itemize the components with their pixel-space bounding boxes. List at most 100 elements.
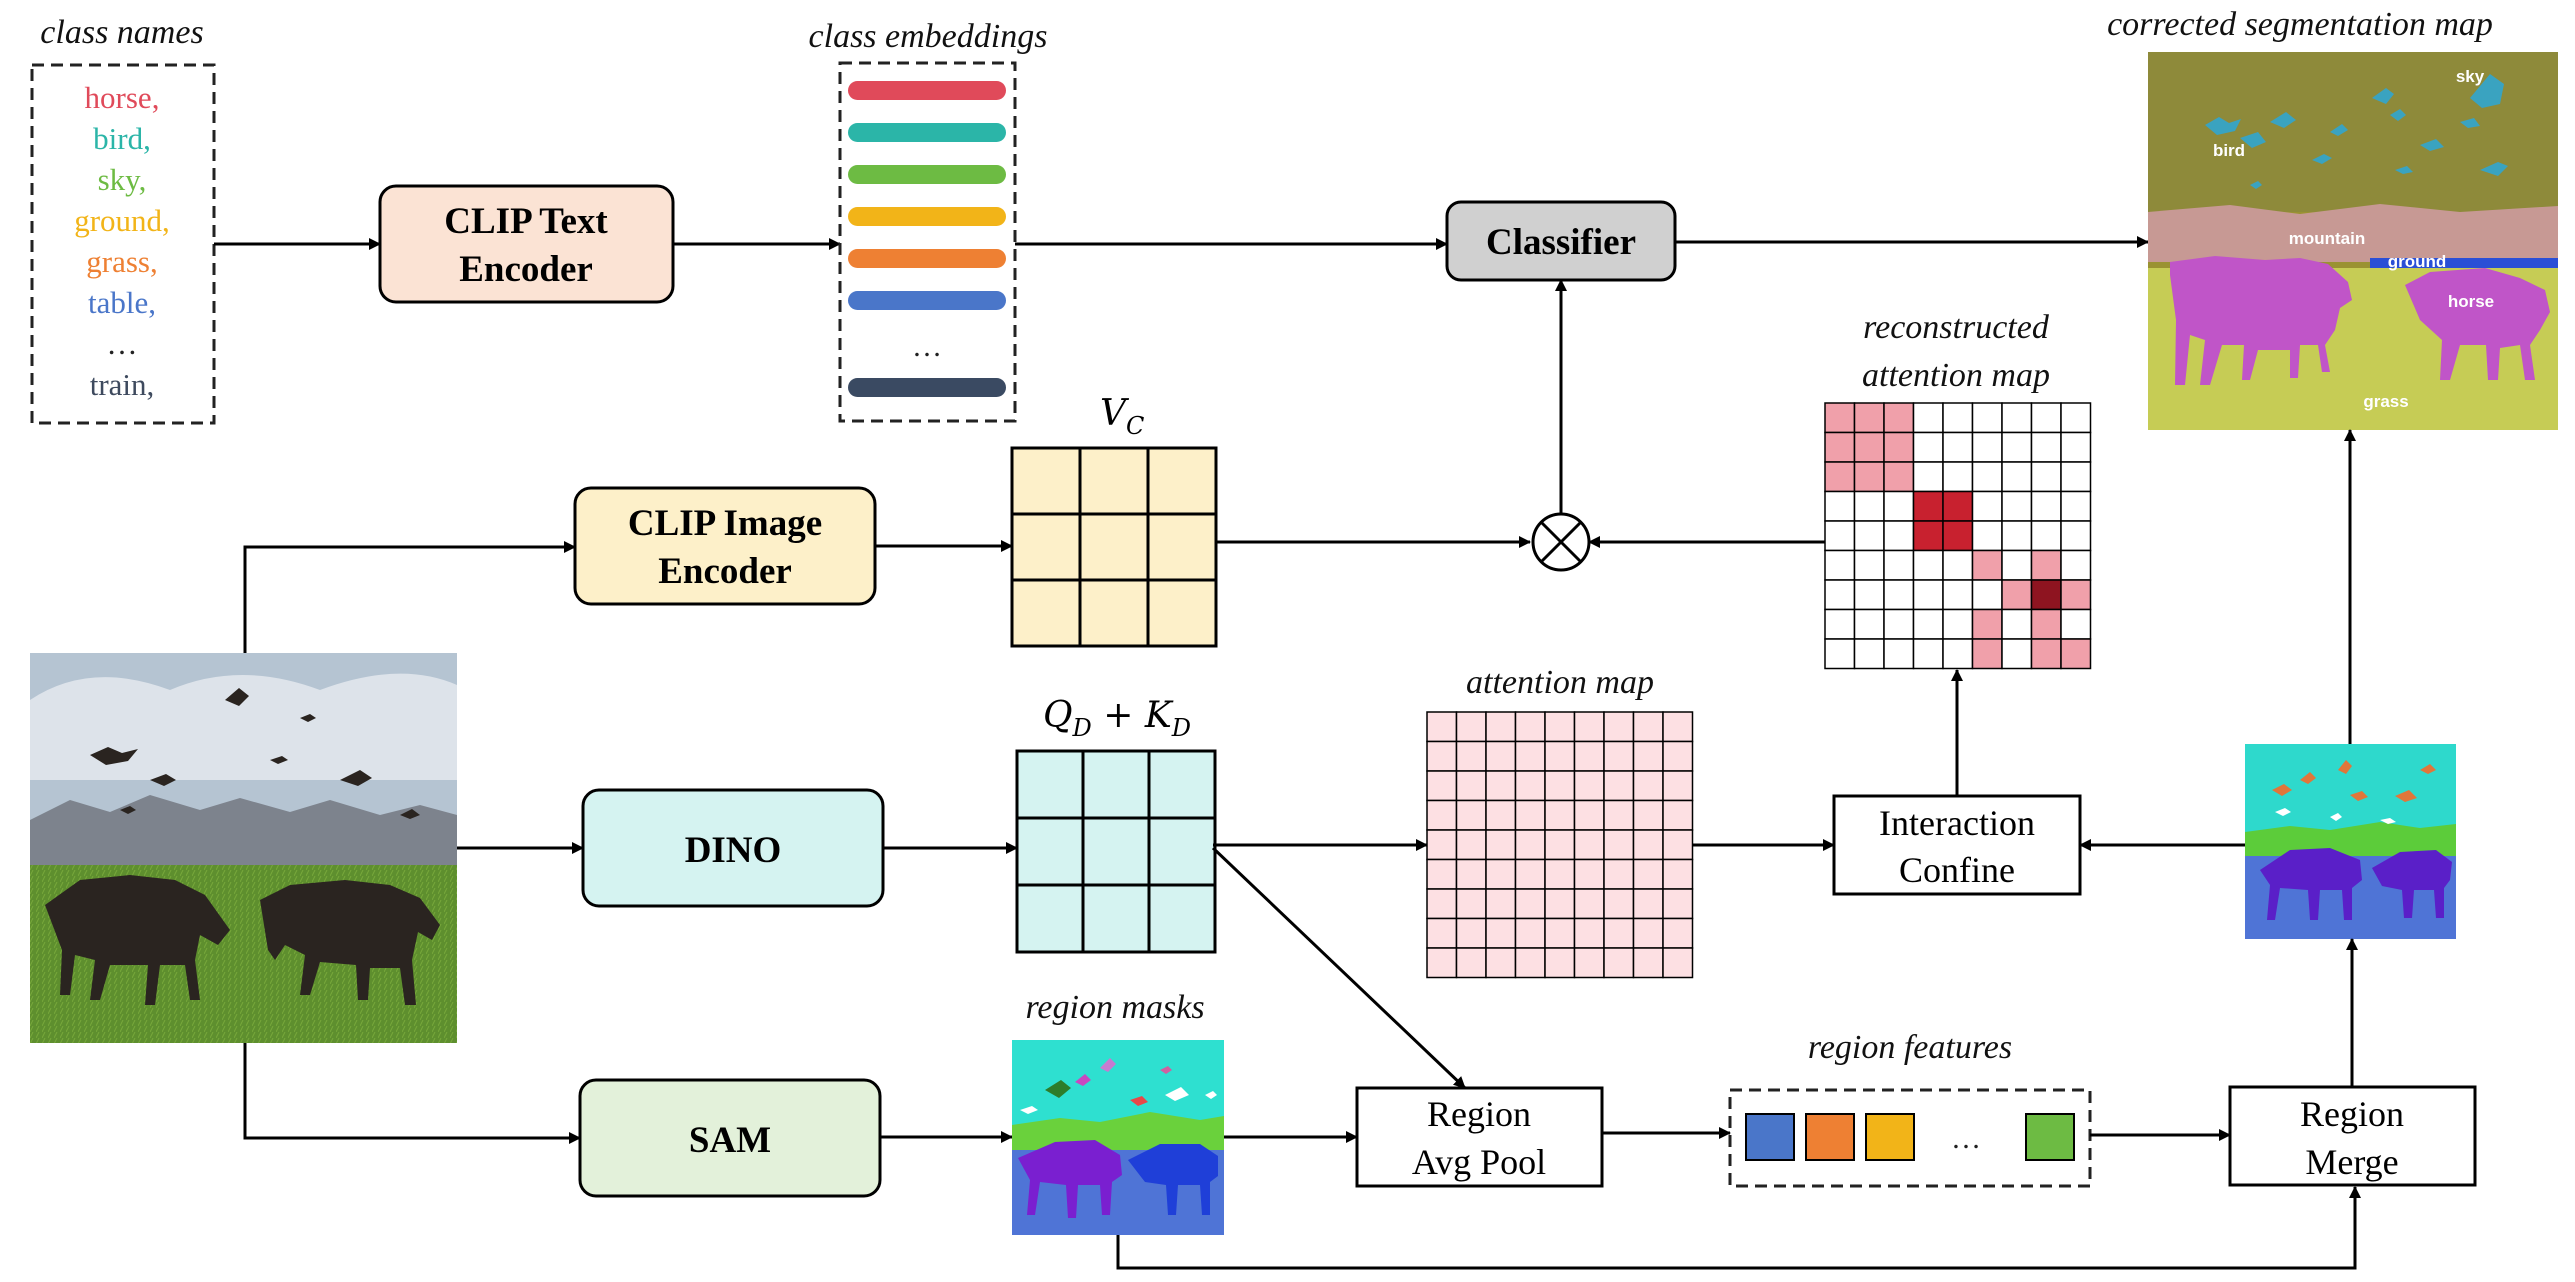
recon-cell <box>2001 461 2033 493</box>
recon-title-2: attention map <box>1862 357 2050 394</box>
recon-cell <box>1971 520 2003 552</box>
recon-cell <box>1883 490 1915 522</box>
class-embeddings-title: class embeddings <box>809 18 1048 55</box>
class-name-item: … <box>107 326 138 361</box>
recon-cell <box>1971 638 2003 670</box>
recon-cell <box>2030 608 2062 640</box>
class-name-item: table, <box>88 285 156 320</box>
attention-cell <box>1485 711 1517 743</box>
attention-cell <box>1603 829 1635 861</box>
attention-cell <box>1514 711 1546 743</box>
attention-cell <box>1632 740 1664 772</box>
attention-cell <box>1603 858 1635 890</box>
recon-cell <box>1853 431 1885 463</box>
class-list: horse,bird,sky,ground,grass,table,…train… <box>74 80 170 402</box>
recon-cell <box>2030 402 2062 434</box>
attention-cell <box>1455 917 1487 949</box>
attention-cell <box>1544 799 1576 831</box>
recon-cell <box>1971 431 2003 463</box>
attention-cell <box>1662 888 1694 920</box>
attention-cell <box>1573 799 1605 831</box>
qk-cell <box>1015 749 1085 820</box>
qk-cell <box>1015 816 1085 887</box>
attention-cell <box>1544 917 1576 949</box>
attention-cell <box>1662 947 1694 979</box>
attention-cell <box>1544 829 1576 861</box>
attention-cell <box>1544 888 1576 920</box>
region-features-title: region features <box>1808 1029 2012 1066</box>
recon-cell <box>1942 490 1974 522</box>
feature-ellipsis: … <box>1951 1122 1981 1155</box>
embedding-bar <box>848 123 1006 142</box>
recon-cell <box>1824 490 1856 522</box>
recon-cell <box>2030 579 2062 611</box>
recon-cell <box>2060 608 2092 640</box>
attention-cell <box>1603 770 1635 802</box>
seg-label-horse: horse <box>2448 292 2494 311</box>
recon-cell <box>2001 402 2033 434</box>
recon-cell <box>1853 608 1885 640</box>
attention-cell <box>1603 888 1635 920</box>
recon-cell <box>2001 608 2033 640</box>
attention-cell <box>1603 740 1635 772</box>
attention-cell <box>1573 770 1605 802</box>
embedding-bar <box>848 249 1006 268</box>
interaction-confine-label-1: Interaction <box>1879 803 2035 843</box>
recon-cell <box>1942 638 1974 670</box>
attention-map-title: attention map <box>1466 664 1654 701</box>
recon-cell <box>1942 549 1974 581</box>
recon-cell <box>2030 520 2062 552</box>
recon-cell <box>1971 579 2003 611</box>
seg-label-sky: sky <box>2456 67 2485 86</box>
attention-cell <box>1485 858 1517 890</box>
qk-cell <box>1081 749 1151 820</box>
attention-cell <box>1632 858 1664 890</box>
embedding-bar <box>848 81 1006 100</box>
attention-cell <box>1544 711 1576 743</box>
recon-cell <box>1853 461 1885 493</box>
seg-label-mountain: mountain <box>2289 229 2366 248</box>
recon-cell <box>1912 490 1944 522</box>
recon-cell <box>1824 608 1856 640</box>
recon-cell <box>1853 579 1885 611</box>
region-feature-square <box>1865 1113 1915 1161</box>
recon-cell <box>1853 490 1885 522</box>
recon-cell <box>2030 461 2062 493</box>
class-names-title: class names <box>40 14 203 51</box>
attention-cell <box>1455 770 1487 802</box>
attention-cell <box>1573 711 1605 743</box>
class-name-item: grass, <box>86 244 157 279</box>
recon-cell <box>1824 638 1856 670</box>
recon-cell <box>1824 579 1856 611</box>
attention-cell <box>1485 917 1517 949</box>
attention-cell <box>1632 947 1664 979</box>
attention-cell <box>1426 829 1458 861</box>
recon-cell <box>1883 520 1915 552</box>
region-avg-pool-box <box>1355 1086 1604 1188</box>
dino-label: DINO <box>685 830 782 871</box>
qk-cell <box>1081 883 1151 954</box>
clip-image-encoder-label-2: Encoder <box>658 551 792 592</box>
recon-cell <box>1883 549 1915 581</box>
region-masks-image <box>1012 1040 1224 1235</box>
attention-cell <box>1662 829 1694 861</box>
recon-cell <box>2001 638 2033 670</box>
recon-cell <box>1853 402 1885 434</box>
seg-label-bird: bird <box>2213 141 2245 160</box>
region-features-box <box>1728 1088 2092 1188</box>
attention-cell <box>1573 947 1605 979</box>
clip-text-encoder-label-2: Encoder <box>459 249 593 290</box>
embedding-bar <box>848 165 1006 184</box>
attention-cell <box>1455 858 1487 890</box>
attention-cell <box>1485 770 1517 802</box>
attention-cell <box>1573 740 1605 772</box>
sam-label: SAM <box>689 1120 771 1161</box>
embedding-bar <box>848 207 1006 226</box>
recon-cell <box>1883 461 1915 493</box>
attention-cell <box>1426 888 1458 920</box>
attention-cell <box>1544 740 1576 772</box>
region-feature-square <box>2025 1113 2075 1161</box>
vc-cell <box>1010 446 1082 516</box>
attention-cell <box>1485 888 1517 920</box>
